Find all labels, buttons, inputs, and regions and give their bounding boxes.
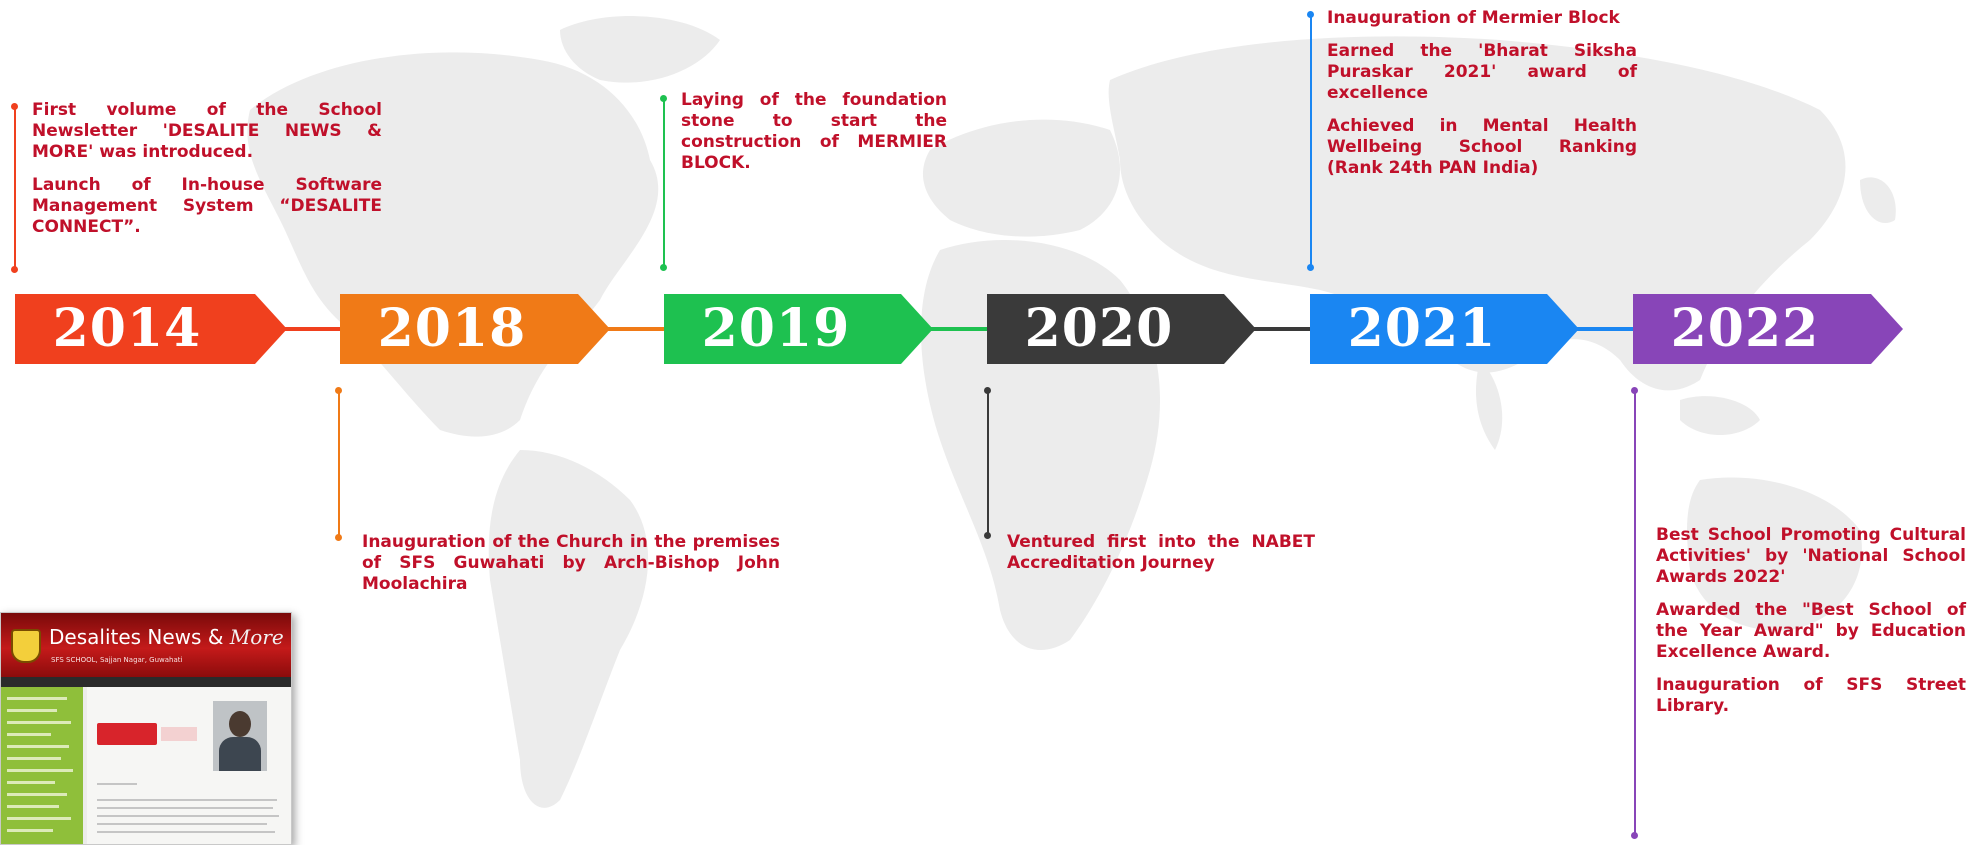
sidebar-line bbox=[7, 745, 69, 748]
marker-dot-2014-top bbox=[11, 103, 18, 110]
event-2014-newsletter: First volume of the School Newsletter 'D… bbox=[32, 100, 382, 162]
marker-line-2020 bbox=[987, 390, 989, 536]
portrait-body bbox=[219, 737, 261, 771]
year-chevron-2018: 2018 bbox=[340, 294, 610, 364]
year-chevron-2022: 2022 bbox=[1633, 294, 1903, 364]
year-chevron-2021: 2021 bbox=[1310, 294, 1579, 364]
year-chevron-2020: 2020 bbox=[987, 294, 1256, 364]
chevron-shape bbox=[1633, 294, 1903, 364]
sidebar-line bbox=[7, 721, 71, 724]
event-2020-nabet: Ventured first into the NABET Accreditat… bbox=[1007, 532, 1315, 573]
chevron-shape bbox=[664, 294, 933, 364]
newsletter-logo-secondary bbox=[161, 727, 197, 741]
marker-dot-2014-bottom bbox=[11, 266, 18, 273]
timeline-connector-5 bbox=[1575, 327, 1633, 331]
event-2021-ranking: Achieved in Mental Health Wellbeing Scho… bbox=[1327, 116, 1637, 178]
sidebar-line bbox=[7, 829, 53, 832]
marker-line-2022 bbox=[1634, 390, 1636, 836]
event-2019-foundation: Laying of the foundation stone to start … bbox=[681, 90, 947, 173]
content-line bbox=[97, 783, 137, 785]
newsletter-title-amp: & bbox=[207, 625, 224, 649]
chevron-shape bbox=[987, 294, 1256, 364]
marker-dot-2022-bottom bbox=[1631, 832, 1638, 839]
newsletter-subtitle: SFS SCHOOL, Sajjan Nagar, Guwahati bbox=[51, 656, 183, 664]
year-label: 2014 bbox=[52, 298, 202, 359]
timeline-connector-3 bbox=[929, 327, 987, 331]
marker-dot-2018-top bbox=[335, 387, 342, 394]
event-2021-puraskar: Earned the 'Bharat Siksha Puraskar 2021'… bbox=[1327, 41, 1637, 103]
marker-line-2014 bbox=[14, 106, 16, 270]
marker-line-2019 bbox=[663, 98, 665, 268]
newsletter-screenshot: Desalites News & More SFS SCHOOL, Sajjan… bbox=[0, 612, 292, 845]
content-line bbox=[97, 831, 275, 833]
marker-dot-2020-bottom bbox=[984, 532, 991, 539]
newsletter-logo-icon bbox=[97, 723, 157, 745]
marker-dot-2021-top bbox=[1307, 11, 1314, 18]
marker-dot-2021-bottom bbox=[1307, 264, 1314, 271]
newsletter-content bbox=[87, 687, 291, 844]
events-2018: Inauguration of the Church in the premis… bbox=[362, 532, 780, 595]
marker-dot-2022-top bbox=[1631, 387, 1638, 394]
chevron-shape bbox=[15, 294, 287, 364]
timeline-connector-4 bbox=[1252, 327, 1310, 331]
timeline-connector-1 bbox=[283, 327, 340, 331]
chevron-shape bbox=[1310, 294, 1579, 364]
sidebar-line bbox=[7, 805, 59, 808]
year-label: 2022 bbox=[1670, 298, 1820, 359]
marker-dot-2020-top bbox=[984, 387, 991, 394]
marker-dot-2019-bottom bbox=[660, 264, 667, 271]
events-2022: Best School Promoting Cultural Activitie… bbox=[1656, 525, 1966, 717]
portrait-photo bbox=[213, 701, 267, 771]
events-2019: Laying of the foundation stone to start … bbox=[681, 90, 947, 174]
newsletter-title: Desalites News & More bbox=[49, 625, 284, 649]
newsletter-title-more: More bbox=[229, 625, 284, 649]
sidebar-line bbox=[7, 697, 67, 700]
events-2021: Inauguration of Mermier Block Earned the… bbox=[1327, 8, 1637, 179]
sidebar-line bbox=[7, 733, 51, 736]
newsletter-nav-bar bbox=[1, 677, 291, 687]
year-label: 2020 bbox=[1024, 298, 1174, 359]
sidebar-line bbox=[7, 817, 71, 820]
events-2014: First volume of the School Newsletter 'D… bbox=[32, 100, 382, 238]
marker-dot-2018-bottom bbox=[335, 534, 342, 541]
timeline-connector-2 bbox=[606, 327, 664, 331]
newsletter-sidebar bbox=[1, 687, 83, 844]
content-line bbox=[97, 823, 267, 825]
event-2021-mermier: Inauguration of Mermier Block bbox=[1327, 8, 1620, 28]
marker-line-2018 bbox=[338, 390, 340, 538]
year-label: 2019 bbox=[701, 298, 851, 359]
portrait-head bbox=[229, 711, 251, 737]
sidebar-line bbox=[7, 769, 73, 772]
content-line bbox=[97, 815, 279, 817]
marker-line-2021 bbox=[1310, 14, 1312, 268]
year-chevron-2014: 2014 bbox=[15, 294, 287, 364]
year-label: 2021 bbox=[1347, 298, 1497, 359]
chevron-shape bbox=[340, 294, 610, 364]
newsletter-header: Desalites News & More SFS SCHOOL, Sajjan… bbox=[1, 613, 291, 677]
event-2022-best-school: Awarded the "Best School of the Year Awa… bbox=[1656, 600, 1966, 662]
events-2020: Ventured first into the NABET Accreditat… bbox=[1007, 532, 1315, 574]
school-crest-icon bbox=[11, 629, 41, 663]
sidebar-line bbox=[7, 793, 67, 796]
sidebar-line bbox=[7, 757, 61, 760]
event-2018-church: Inauguration of the Church in the premis… bbox=[362, 532, 780, 594]
content-line bbox=[97, 807, 273, 809]
year-chevron-2019: 2019 bbox=[664, 294, 933, 364]
sidebar-line bbox=[7, 781, 55, 784]
year-label: 2018 bbox=[377, 298, 527, 359]
event-2014-software: Launch of In-house Software Management S… bbox=[32, 175, 382, 237]
newsletter-title-main: Desalites News bbox=[49, 625, 202, 649]
event-2022-library: Inauguration of SFS Street Library. bbox=[1656, 675, 1966, 716]
marker-dot-2019-top bbox=[660, 95, 667, 102]
content-line bbox=[97, 799, 277, 801]
sidebar-line bbox=[7, 709, 57, 712]
event-2022-cultural: Best School Promoting Cultural Activitie… bbox=[1656, 525, 1966, 587]
